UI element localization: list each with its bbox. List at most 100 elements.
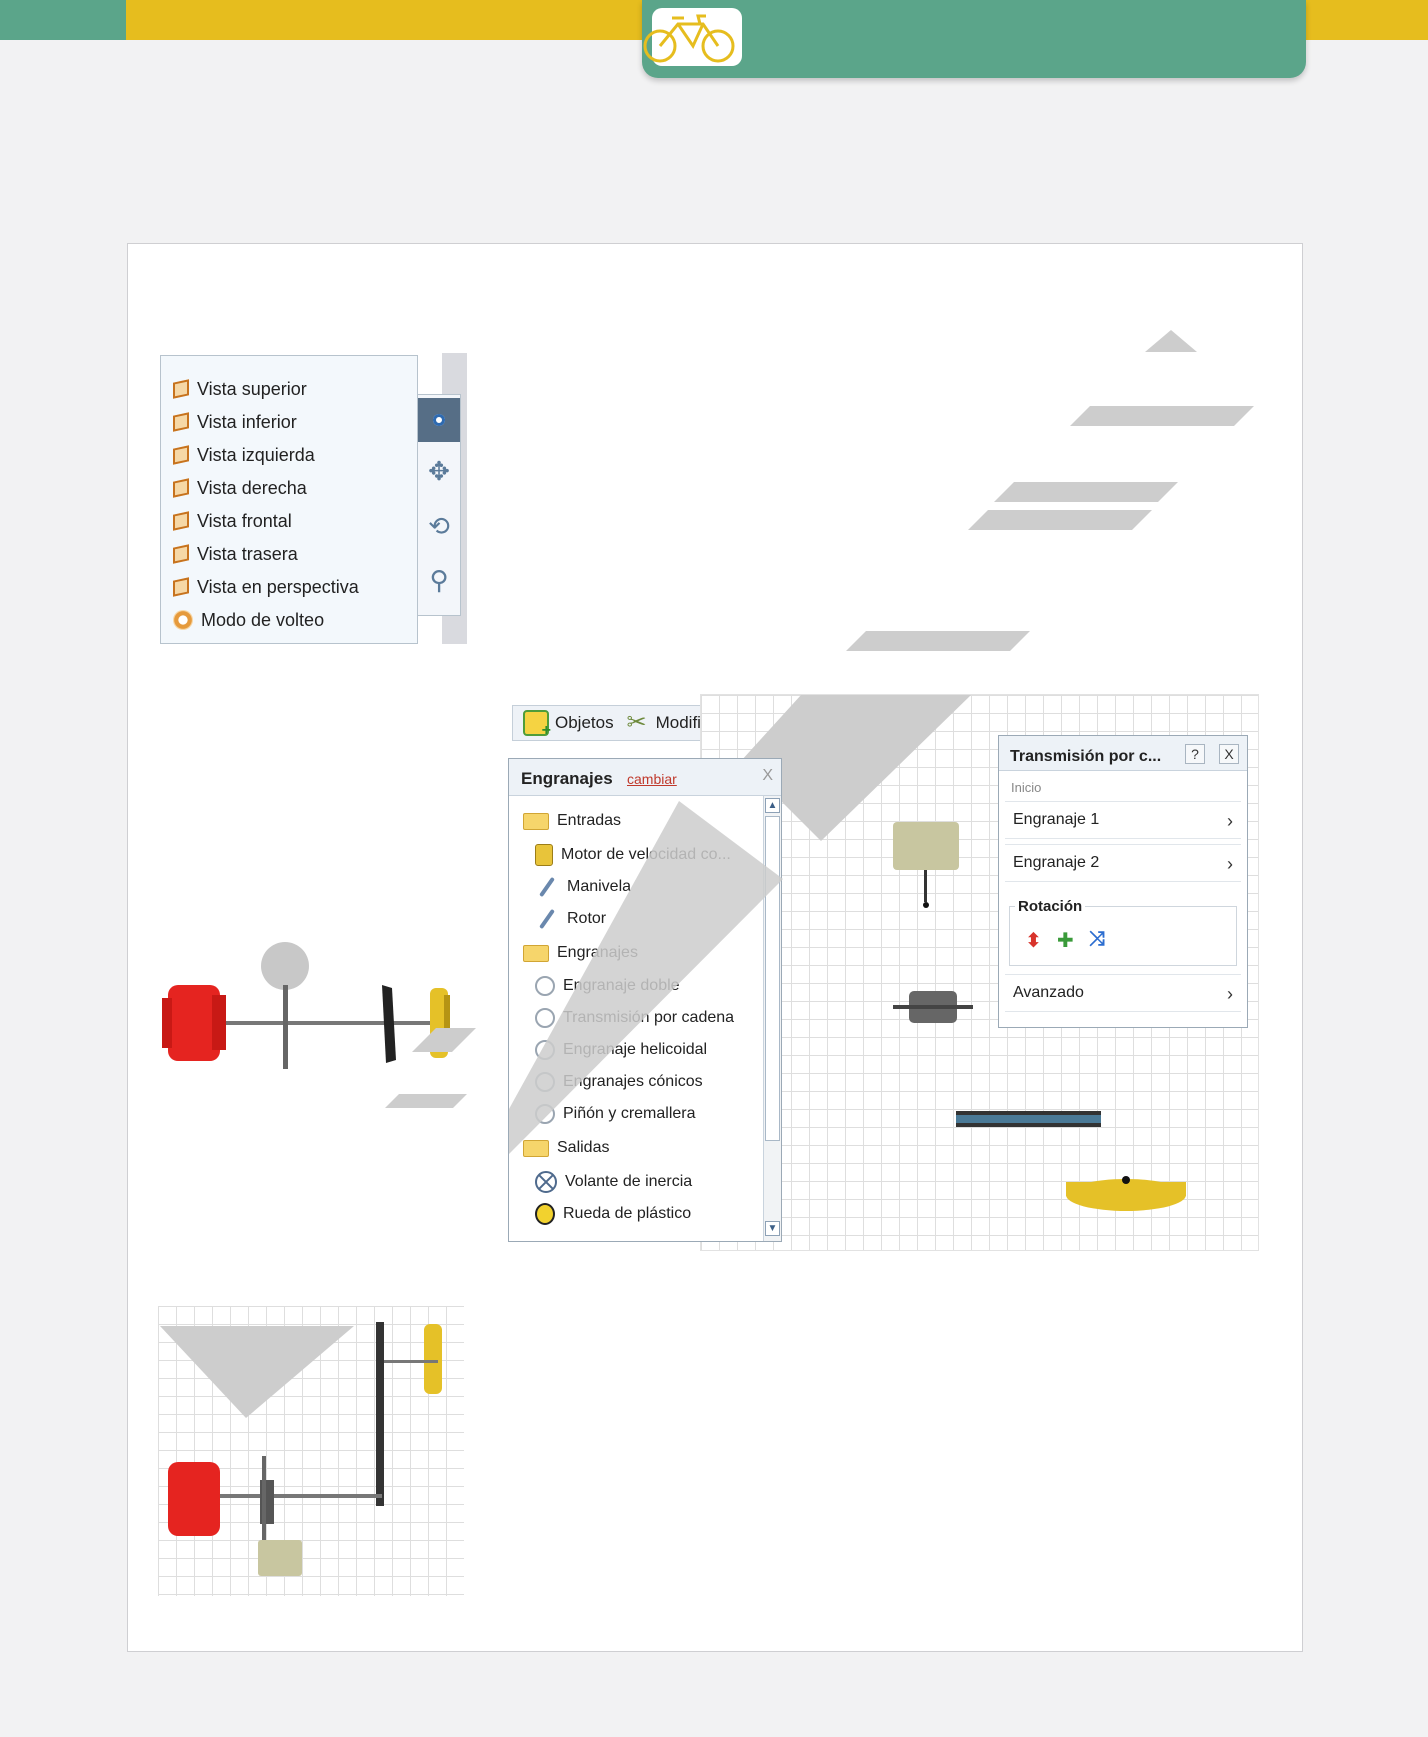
cube-icon (173, 544, 189, 564)
gears-panel-header: Engranajes cambiar X (509, 759, 781, 796)
add-object-icon (523, 710, 551, 740)
folder-entradas[interactable]: Entradas (523, 809, 621, 833)
bicycle-badge (643, 8, 742, 66)
advanced-label: Avanzado (1013, 984, 1084, 1001)
move-icon[interactable]: ✥ (428, 456, 450, 486)
rotate-z-icon[interactable]: ⤨ (1089, 928, 1105, 950)
stripe (968, 510, 1152, 530)
menu-item-vista-inferior[interactable]: Vista inferior (173, 407, 297, 437)
rack-pinion-icon (535, 1104, 555, 1124)
menu-item-label: Vista frontal (197, 510, 292, 531)
list-item[interactable]: Rueda de plástico (535, 1202, 691, 1226)
menu-item-label: Vista en perspectiva (197, 576, 359, 597)
stripe (994, 482, 1178, 502)
list-item-label: Volante de inercia (565, 1173, 693, 1190)
folder-icon (523, 812, 549, 830)
list-item[interactable]: Piñón y cremallera (535, 1102, 696, 1126)
scroll-down-icon[interactable]: ▼ (765, 1221, 780, 1236)
list-item[interactable]: Engranaje doble (535, 974, 680, 998)
gear1-row[interactable]: Engranaje 1› (1005, 801, 1241, 839)
folder-salidas[interactable]: Salidas (523, 1136, 609, 1160)
list-item[interactable]: Manivela (535, 875, 631, 899)
menu-item-vista-izquierda[interactable]: Vista izquierda (173, 440, 315, 470)
stripe (1070, 406, 1254, 426)
cube-icon (173, 379, 189, 399)
scissors-icon: ✂ (626, 709, 647, 736)
list-item-label: Manivela (567, 878, 632, 895)
menu-item-modo-volteo[interactable]: Modo de volteo (173, 605, 324, 635)
objetos-button[interactable]: Objetos (523, 710, 614, 740)
rack (376, 1322, 384, 1506)
rotation-label: Rotación (1015, 898, 1086, 915)
objetos-label: Objetos (555, 713, 614, 732)
list-item-label: Transmisión por cadena (563, 1009, 735, 1026)
flywheel-icon (535, 1171, 557, 1193)
view-eye-button[interactable] (418, 398, 460, 442)
chevron-right-icon: › (1227, 811, 1233, 831)
rotate-x-icon[interactable]: ⬍ (1025, 930, 1042, 952)
chevron-right-icon: › (1227, 984, 1233, 1004)
list-item-label: Engranajes cónicos (563, 1073, 703, 1090)
menu-item-vista-derecha[interactable]: Vista derecha (173, 473, 307, 503)
close-button[interactable]: X (762, 767, 773, 784)
stripe-diagonal (741, 695, 971, 841)
list-item[interactable]: Engranajes cónicos (535, 1070, 703, 1094)
menu-item-label: Vista trasera (197, 543, 298, 564)
folder-label: Entradas (557, 812, 622, 829)
motor-body (168, 985, 220, 1061)
flip-icon (173, 610, 193, 630)
rotate-icon[interactable]: ⟲ (428, 511, 450, 541)
bevel-gear-icon (535, 1072, 555, 1092)
gears-panel: Engranajes cambiar X ▲ ▼ Entradas Motor … (508, 758, 783, 1242)
list-item[interactable]: Engranaje helicoidal (535, 1038, 707, 1062)
help-button[interactable]: ? (1185, 744, 1205, 764)
stripe (846, 631, 1030, 651)
scroll-thumb[interactable] (765, 816, 780, 1141)
rotate-y-icon[interactable]: ✚ (1057, 930, 1074, 952)
list-item[interactable]: Motor de velocidad co... (535, 843, 731, 867)
list-item-label: Engranaje helicoidal (563, 1041, 708, 1058)
wheel-icon (535, 1203, 555, 1225)
folder-icon (523, 1139, 549, 1157)
crank-icon (535, 876, 559, 898)
cube-icon (173, 577, 189, 597)
zoom-icon[interactable]: ⚲ (429, 565, 449, 595)
advanced-row[interactable]: Avanzado › (1005, 974, 1241, 1012)
list-item-label: Engranaje doble (563, 977, 680, 994)
gear2-label: Engranaje 2 (1013, 854, 1100, 871)
list-item[interactable]: Rotor (535, 907, 606, 931)
list-item[interactable]: Transmisión por cadena (535, 1006, 734, 1030)
breadcrumb[interactable]: Inicio (1011, 780, 1042, 795)
list-item-label: Motor de velocidad co... (561, 846, 731, 863)
folder-label: Engranajes (557, 944, 638, 961)
chain-transmission-panel: Transmisión por c... ? X Inicio Engranaj… (998, 735, 1248, 1028)
header-tab (642, 0, 1306, 78)
gear2-row[interactable]: Engranaje 2 › (1005, 844, 1241, 882)
scroll-up-icon[interactable]: ▲ (765, 798, 780, 813)
axle (200, 1021, 445, 1025)
chain-panel-header: Transmisión por c... ? X (999, 736, 1247, 771)
menu-item-vista-superior[interactable]: Vista superior (173, 374, 307, 404)
menu-item-vista-perspectiva[interactable]: Vista en perspectiva (173, 572, 359, 602)
header-accent (0, 0, 126, 40)
folder-engranajes[interactable]: Engranajes (523, 941, 638, 965)
scrollbar[interactable]: ▲ ▼ (763, 796, 781, 1241)
gears-panel-title: Engranajes (521, 769, 613, 788)
rotor-icon (535, 908, 559, 930)
list-item[interactable]: Volante de inercia (535, 1170, 692, 1194)
chevron-right-icon: › (1227, 854, 1233, 874)
menu-item-vista-frontal[interactable]: Vista frontal (173, 506, 292, 536)
bicycle-icon (643, 14, 735, 63)
cube-icon (173, 511, 189, 531)
crank-disc (261, 942, 309, 990)
bevel-gear (382, 985, 396, 1063)
change-link[interactable]: cambiar (627, 771, 677, 787)
mechanism-top-view (158, 1306, 464, 1596)
cube-icon (173, 445, 189, 465)
cube-icon (173, 478, 189, 498)
motor-small (258, 1540, 302, 1576)
menu-item-vista-trasera[interactable]: Vista trasera (173, 539, 298, 569)
motor-component (893, 822, 959, 870)
close-button[interactable]: X (1219, 744, 1239, 764)
list-item-label: Piñón y cremallera (563, 1105, 696, 1122)
